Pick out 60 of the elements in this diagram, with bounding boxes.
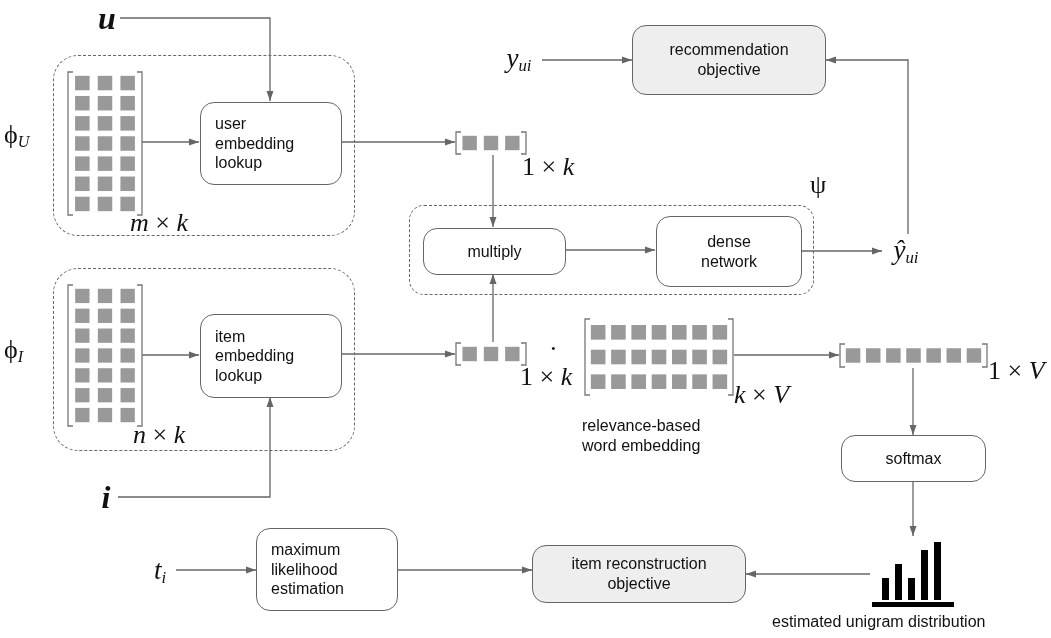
math-symbol: u (94, 0, 120, 36)
arrow (340, 350, 456, 358)
matrix-drawing (839, 343, 988, 368)
dashed-group-box (409, 205, 814, 295)
arrow (733, 351, 840, 359)
dimension-label: n × k (133, 422, 186, 448)
arrow (175, 566, 257, 574)
dashed-group-box (53, 268, 355, 451)
matrix-drawing (584, 318, 734, 396)
matrix-drawing (67, 284, 143, 427)
arrow (117, 396, 274, 498)
caption-text: relevance-based word embedding (582, 416, 702, 456)
step-label: multiply (467, 241, 522, 262)
dimension-label: 1 × k (520, 364, 573, 390)
arrow (119, 17, 274, 102)
arrow (141, 351, 200, 359)
process-box (200, 314, 342, 398)
process-box (423, 228, 566, 275)
process-box (200, 102, 342, 185)
arrow (489, 154, 497, 228)
objective-box (532, 545, 746, 603)
arrow (800, 247, 883, 255)
process-box (656, 216, 802, 287)
operator-symbol: · (549, 336, 558, 362)
objective-box (632, 25, 826, 95)
process-box (841, 435, 986, 482)
dimension-label: ψ (810, 172, 827, 198)
math-symbol: i (94, 478, 118, 516)
arrow (397, 566, 533, 574)
dimension-label: 1 × V (988, 358, 1045, 384)
dashed-group-box (53, 55, 355, 236)
step-label: softmax (885, 448, 942, 469)
arrow (909, 367, 917, 436)
arrow (909, 481, 917, 537)
arrow (340, 138, 456, 146)
arrow (825, 56, 909, 235)
dimension-label: 1 × k (522, 154, 575, 180)
matrix-drawing (455, 342, 527, 366)
objective-label: recommendation objective (668, 40, 790, 80)
dimension-label: k × V (734, 382, 790, 408)
matrix-drawing (455, 131, 527, 155)
dimension-label: m × k (130, 210, 188, 236)
math-symbol: t$_{i}$ (144, 554, 176, 590)
arrow (141, 138, 200, 146)
objective-label: item reconstruction objective (570, 554, 708, 594)
math-symbol: y$_{ui}$ (496, 42, 542, 78)
arrow (541, 56, 633, 64)
dimension-label: ϕ$_{I}$ (4, 337, 24, 366)
process-box (256, 528, 398, 611)
matrix-drawing (67, 71, 143, 216)
step-label: dense network (700, 232, 758, 271)
step-label: item embedding lookup (215, 326, 296, 386)
step-label: user embedding lookup (215, 114, 296, 173)
arrow (745, 570, 871, 578)
step-label: maximum likelihood estimation (271, 540, 345, 599)
caption-text: estimated unigram distribution (772, 612, 987, 632)
arrow (564, 246, 656, 254)
dimension-label: ϕ$_{U}$ (4, 122, 30, 151)
arrow (489, 273, 497, 343)
math-symbol: ŷ$_{ui}$ (882, 234, 930, 270)
